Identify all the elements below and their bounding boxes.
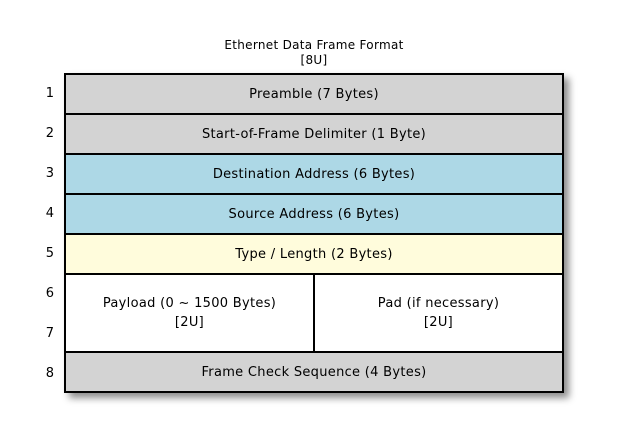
payload-cell-line1: Payload (0 ~ 1500 Bytes): [102, 296, 277, 311]
frame-row-payload-pad: Payload (0 ~ 1500 Bytes) [2U] Pad (if ne…: [66, 275, 562, 353]
frame-row-destination-address: Destination Address (6 Bytes): [66, 155, 562, 195]
frame-row-destination-address-label: Destination Address (6 Bytes): [212, 166, 416, 182]
frame-row-preamble: Preamble (7 Bytes): [66, 75, 562, 115]
row-number-5: 5: [45, 245, 54, 261]
row-number-7: 7: [45, 325, 54, 341]
frame-row-sfd-label: Start-of-Frame Delimiter (1 Byte): [201, 126, 427, 142]
row-number-4: 4: [45, 205, 54, 221]
row-number-8: 8: [45, 365, 54, 381]
row-number-1: 1: [45, 85, 54, 101]
frame-row-type-length: Type / Length (2 Bytes): [66, 235, 562, 275]
frame-row-source-address-label: Source Address (6 Bytes): [228, 206, 400, 222]
row-number-2: 2: [45, 125, 54, 141]
frame-row-fcs-label: Frame Check Sequence (4 Bytes): [201, 364, 427, 380]
frame-row-sfd: Start-of-Frame Delimiter (1 Byte): [66, 115, 562, 155]
payload-cell-line2: [2U]: [174, 315, 205, 330]
diagram-title-line2: [8U]: [300, 53, 328, 67]
pad-cell-line2: [2U]: [423, 315, 454, 330]
frame-row-fcs: Frame Check Sequence (4 Bytes): [66, 353, 562, 391]
pad-cell-line1: Pad (if necessary): [377, 296, 500, 311]
frame-table: Preamble (7 Bytes) Start-of-Frame Delimi…: [64, 73, 564, 393]
diagram-title: Ethernet Data Frame Format [8U]: [64, 38, 564, 68]
diagram-title-line1: Ethernet Data Frame Format: [224, 38, 404, 52]
frame-row-preamble-label: Preamble (7 Bytes): [249, 86, 379, 102]
payload-cell: Payload (0 ~ 1500 Bytes) [2U]: [66, 275, 315, 351]
row-number-6: 6: [45, 285, 54, 301]
frame-row-source-address: Source Address (6 Bytes): [66, 195, 562, 235]
row-number-3: 3: [45, 165, 54, 181]
pad-cell: Pad (if necessary) [2U]: [315, 275, 562, 351]
frame-row-type-length-label: Type / Length (2 Bytes): [235, 246, 393, 262]
